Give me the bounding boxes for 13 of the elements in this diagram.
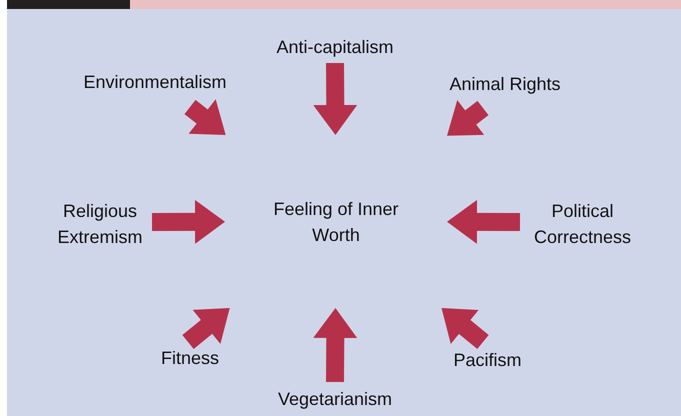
block-arrow xyxy=(446,200,520,244)
block-arrow xyxy=(313,308,358,382)
block-arrow xyxy=(313,62,358,136)
block-arrow xyxy=(152,200,226,244)
node-label: Vegetarianism xyxy=(278,388,392,411)
node-label: Pacifism xyxy=(453,349,522,372)
node-label: Feeling of Inner Worth xyxy=(272,198,400,246)
node-label: Anti-capitalism xyxy=(276,36,394,59)
node-label: Animal Rights xyxy=(449,73,561,96)
node-label: Environmentalism xyxy=(83,71,227,94)
node-label: Fitness xyxy=(160,347,220,370)
node-label: Political Correctness xyxy=(532,200,632,249)
node-label: Religious Extremism xyxy=(56,200,144,249)
